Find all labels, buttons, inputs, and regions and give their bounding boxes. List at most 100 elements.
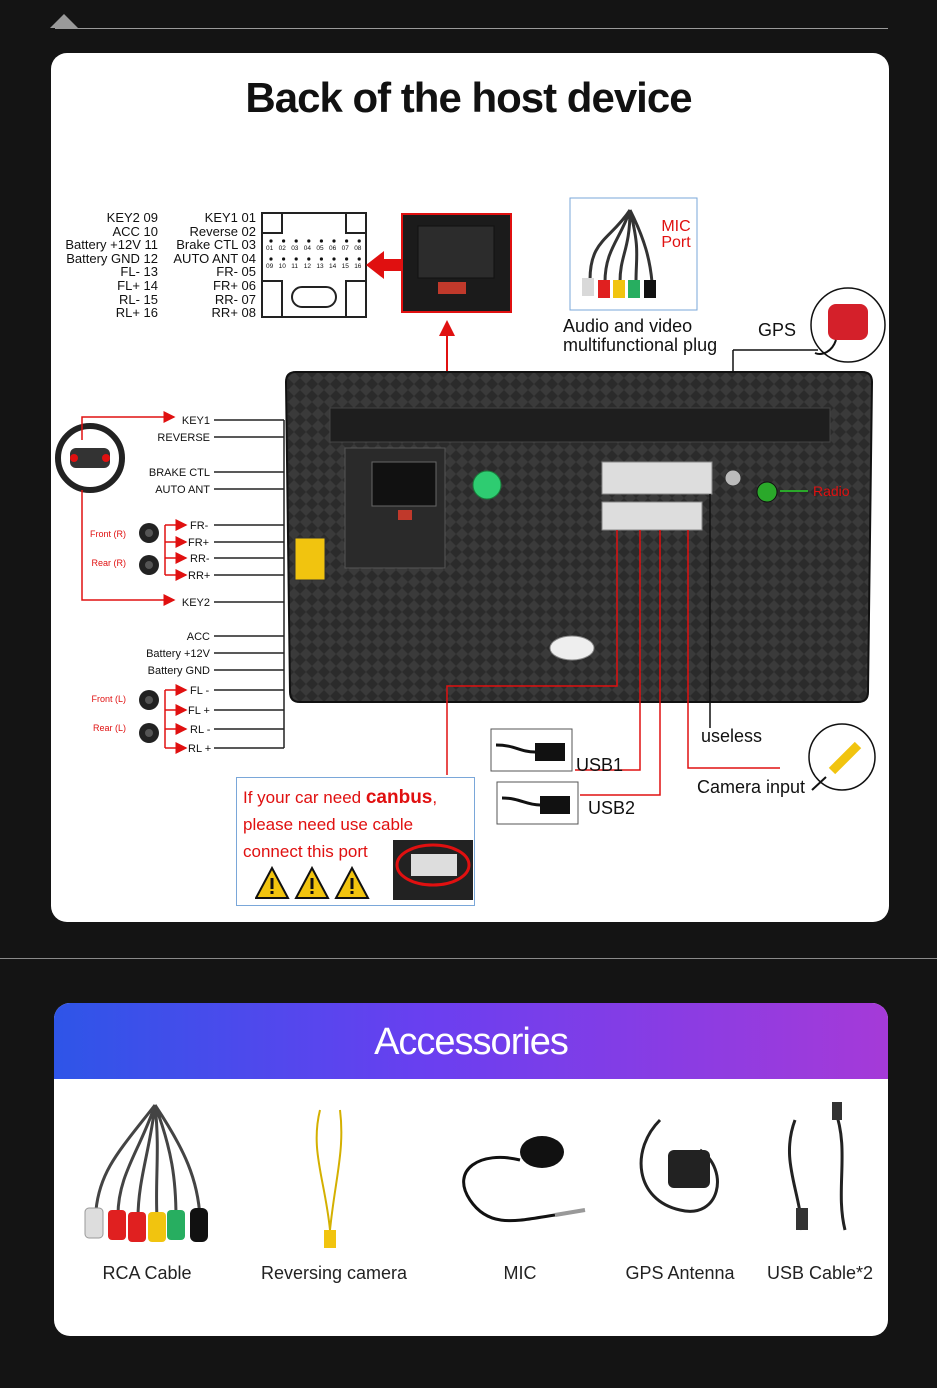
red-arrow-icon xyxy=(366,251,402,279)
iso-right-label: RR+ 08 xyxy=(211,305,256,321)
speaker-icons xyxy=(139,523,159,743)
wire-fr-plus-label: FR+ xyxy=(188,537,209,549)
usb2-cable-photo xyxy=(496,781,579,825)
pin-number: 08 xyxy=(354,245,362,252)
camera-input-label: Camera input xyxy=(697,777,805,797)
accessories-panel: Accessories xyxy=(54,1003,888,1336)
connector-photo xyxy=(401,213,512,313)
pin-dot xyxy=(269,239,273,243)
warning-icon xyxy=(334,866,370,899)
pin-dot xyxy=(357,239,361,243)
gps-antenna-icon xyxy=(810,287,886,363)
speaker-front-r-label: Front (R) xyxy=(90,529,126,539)
pin-dot xyxy=(319,239,323,243)
pin-dot xyxy=(319,257,323,261)
pin-number: 01 xyxy=(266,245,274,252)
accessories-banner: Accessories xyxy=(54,1003,888,1079)
iso-right-label: AUTO ANT 04 xyxy=(173,250,256,266)
av-plug-photo xyxy=(569,197,698,311)
pin-number: 04 xyxy=(304,245,312,252)
pin-number: 05 xyxy=(316,245,324,252)
av-plug-label-2: multifunctional plug xyxy=(563,335,717,355)
accessories-title: Accessories xyxy=(374,1021,569,1063)
usb1-cable-photo xyxy=(490,728,573,772)
wire-brake-label: BRAKE CTL xyxy=(149,467,210,479)
pin-number: 02 xyxy=(279,245,287,252)
wire-fr-minus-label: FR- xyxy=(190,520,209,532)
iso-right-labels: KEY1 01 Reverse 02 Brake CTL 03 AUTO ANT… xyxy=(158,211,256,320)
wire-batt-label: Battery +12V xyxy=(146,648,211,660)
pin-dot xyxy=(332,239,336,243)
usb-cable-icon xyxy=(787,1102,847,1231)
speaker-rear-l-label: Rear (L) xyxy=(93,723,126,733)
wire-fl-minus-label: FL - xyxy=(190,685,209,697)
pin-dot xyxy=(282,257,286,261)
wire-gnd-label: Battery GND xyxy=(148,665,210,677)
page-title: Back of the host device xyxy=(245,74,692,121)
warning-icon xyxy=(294,866,330,899)
harness-bracket xyxy=(214,419,285,749)
pins-top-row: 01 02 03 04 05 06 07 08 xyxy=(266,239,362,252)
gps-antenna-icon xyxy=(639,1118,719,1213)
pin-dot xyxy=(307,257,311,261)
pin-number: 06 xyxy=(329,245,337,252)
pin-number: 09 xyxy=(266,263,274,270)
top-triangle-decoration xyxy=(50,14,78,28)
canbus-bold: canbus xyxy=(365,787,433,808)
warning-icons xyxy=(255,866,370,899)
pin-number: 11 xyxy=(291,263,298,270)
accessory-label-usb: USB Cable*2 xyxy=(766,1263,874,1283)
head-unit-back xyxy=(284,371,874,703)
canbus-port-photo xyxy=(393,840,473,900)
iso-left-label: ACC 10 xyxy=(112,223,158,239)
wire-key1-label: KEY1 xyxy=(182,415,210,427)
pin-number: 16 xyxy=(354,263,362,270)
warning-icon xyxy=(255,866,290,899)
section-divider xyxy=(0,958,937,959)
pin-number: 14 xyxy=(329,263,337,270)
av-plug-label-1: Audio and video xyxy=(563,316,692,336)
wire-fl-plus-label: FL + xyxy=(188,705,210,717)
pin-dot xyxy=(332,257,336,261)
pin-dot xyxy=(357,257,361,261)
pin-number: 07 xyxy=(342,245,350,252)
iso-left-labels: KEY2 09 ACC 10 Battery +12V 11 Battery G… xyxy=(44,211,158,320)
iso-right-label: FR- 05 xyxy=(216,264,256,280)
camera-rca-icon xyxy=(808,723,876,791)
iso-left-label: RL- 15 xyxy=(118,291,158,307)
wire-acc-label: ACC xyxy=(187,631,210,643)
speaker-rear-r-label: Rear (R) xyxy=(91,558,126,568)
gps-label: GPS xyxy=(758,320,796,340)
mic-port-label-2: Port xyxy=(661,234,691,251)
iso-right-label: Brake CTL 03 xyxy=(176,237,256,253)
accessory-label-rca: RCA Cable xyxy=(102,1263,192,1283)
pin-number: 12 xyxy=(304,263,312,270)
rca-cable-icon xyxy=(84,1104,208,1242)
iso-right-label: RR- 07 xyxy=(214,291,256,307)
pin-number: 13 xyxy=(316,263,324,270)
iso-right-label: Reverse 02 xyxy=(189,223,256,239)
wire-key2-label: KEY2 xyxy=(182,597,210,609)
useless-label: useless xyxy=(701,726,762,746)
canbus-pre: If your car need xyxy=(243,788,366,807)
accessory-label-mic: MIC xyxy=(503,1263,537,1283)
canbus-line3: connect this port xyxy=(243,842,368,861)
wire-rl-plus-label: RL + xyxy=(188,743,211,755)
wire-reverse-label: REVERSE xyxy=(157,432,210,444)
wire-auto-ant-label: AUTO ANT xyxy=(155,484,210,496)
pin-dot xyxy=(294,239,298,243)
usb2-label: USB2 xyxy=(588,798,635,818)
mic-port-label-1: MIC xyxy=(661,218,690,235)
iso-left-label: FL- 13 xyxy=(120,264,158,280)
pin-dot xyxy=(282,239,286,243)
pin-dot xyxy=(307,239,311,243)
pin-number: 03 xyxy=(291,245,299,252)
pin-dot xyxy=(294,257,298,261)
iso-right-label: FR+ 06 xyxy=(213,277,256,293)
wire-rr-plus-label: RR+ xyxy=(188,570,210,582)
accessory-images xyxy=(84,1102,847,1248)
accessory-label-gps: GPS Antenna xyxy=(625,1263,735,1283)
speaker-front-l-label: Front (L) xyxy=(91,694,126,704)
